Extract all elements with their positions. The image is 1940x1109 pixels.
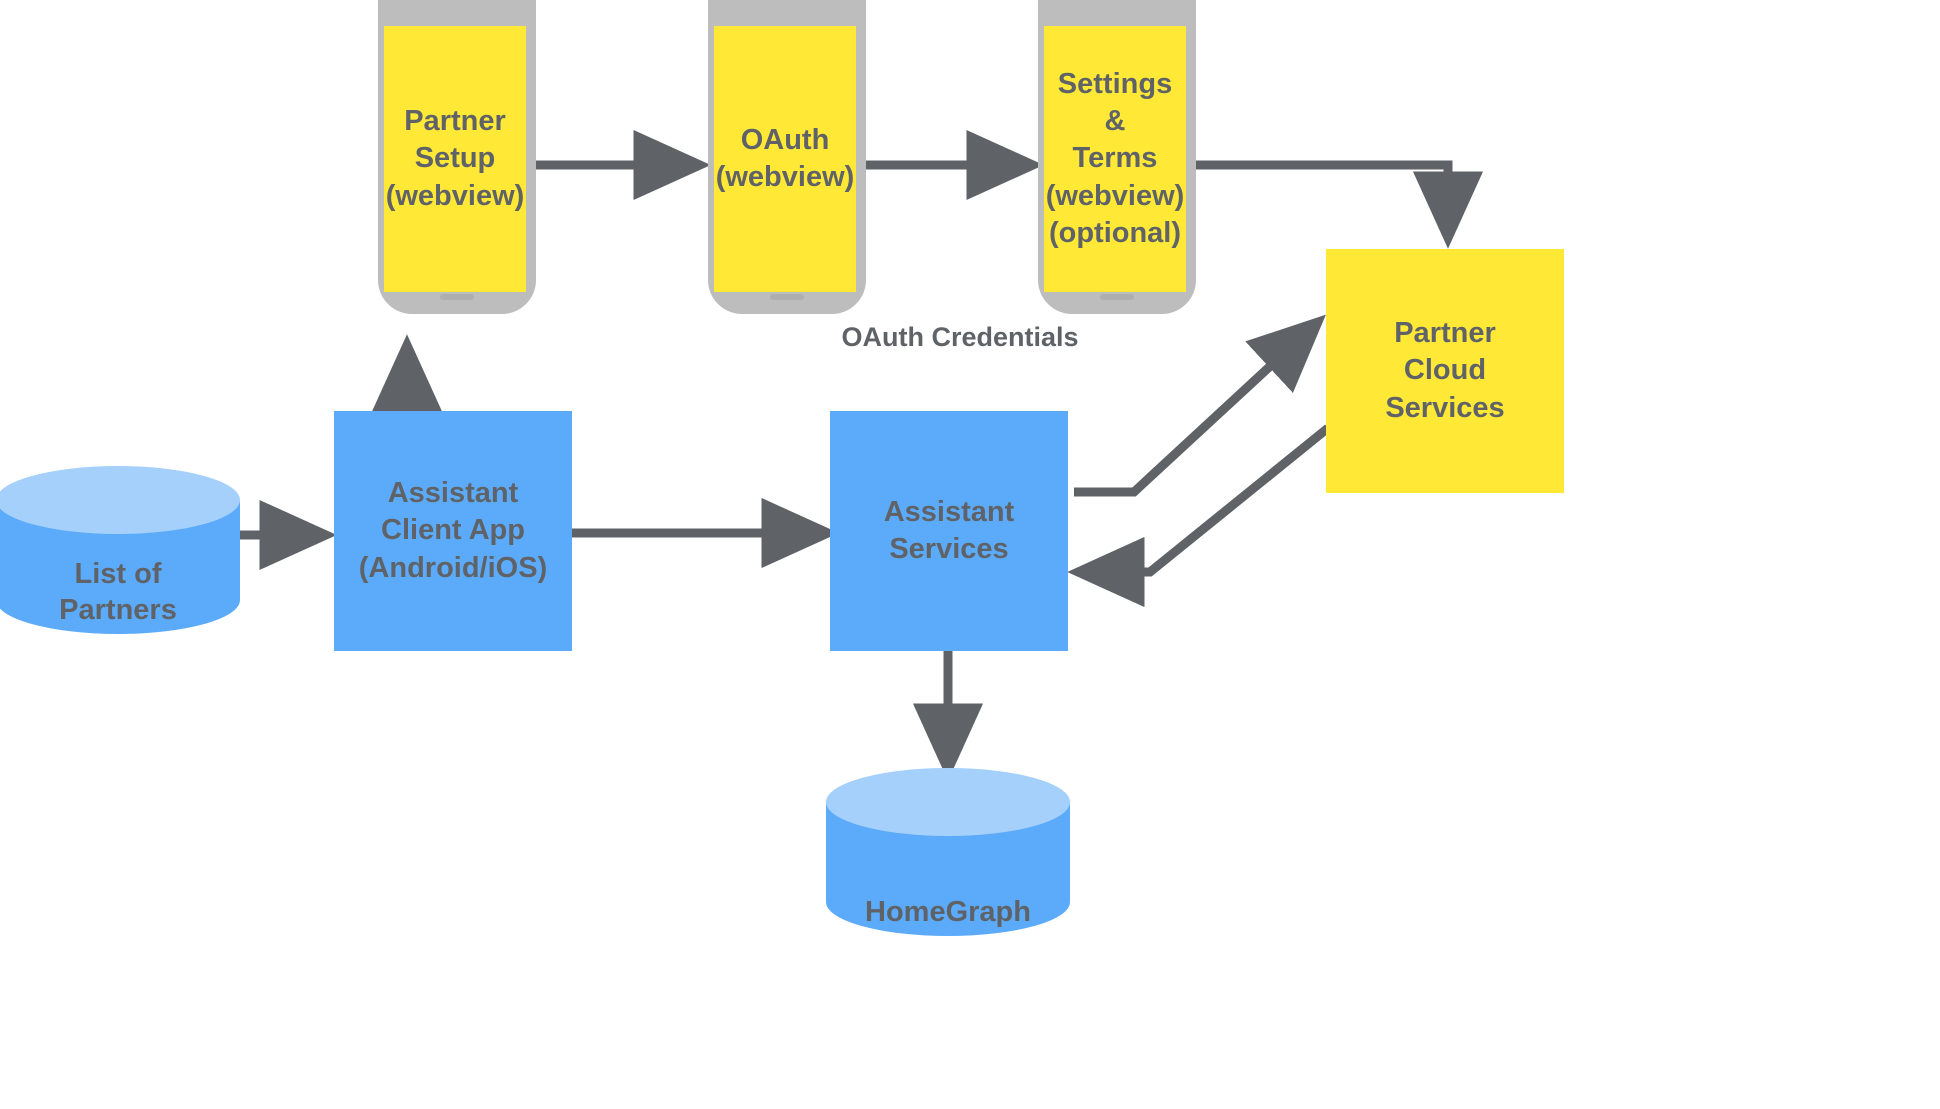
arrow-settings-to-partner-cloud [1196, 160, 1484, 249]
phone-home-button-icon [1100, 294, 1134, 300]
node-assistant-client-app[interactable]: Assistant Client App (Android/iOS) [334, 411, 572, 651]
arrow-partner-cloud-to-assistant-services [1067, 424, 1331, 608]
phone-home-button-icon [770, 294, 804, 300]
node-partner-setup[interactable]: Partner Setup (webview) [384, 26, 526, 292]
node-list-of-partners[interactable]: List of Partners [0, 466, 240, 634]
cylinder-top [0, 466, 240, 534]
node-assistant-services[interactable]: Assistant Services [830, 411, 1068, 651]
edge-label-oauth-credentials: OAuth Credentials [841, 322, 1079, 352]
node-settings-terms[interactable]: Settings & Terms (webview) (optional) [1044, 26, 1186, 292]
node-label-homegraph: HomeGraph [865, 895, 1031, 928]
node-label-list-of-partners: List of Partners [59, 557, 177, 626]
node-partner-cloud-services[interactable]: Partner Cloud Services [1326, 249, 1564, 493]
node-homegraph[interactable]: HomeGraph [826, 768, 1070, 936]
phone-home-button-icon [440, 294, 474, 300]
cylinder-top [826, 768, 1070, 836]
node-oauth[interactable]: OAuth (webview) [714, 26, 856, 292]
